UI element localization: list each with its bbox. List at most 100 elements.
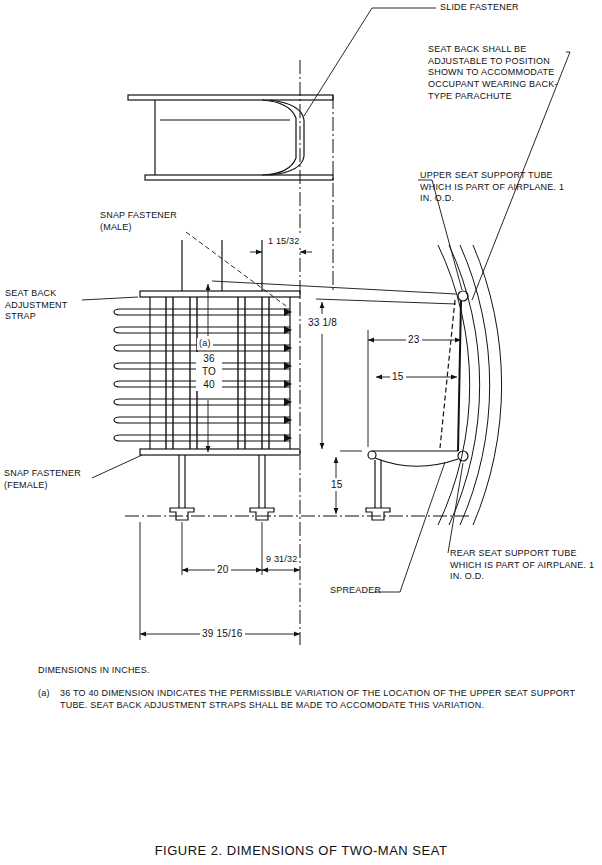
legs-part [264, 455, 265, 508]
plan-view-slide-fastener [128, 95, 333, 180]
plan-view-slide-fastener-part [270, 100, 304, 175]
seat-side-view [368, 291, 468, 466]
callout-label: SLIDE FASTENER [440, 2, 519, 14]
snap-fasteners-part [284, 416, 292, 424]
webbing-vertical-part [244, 297, 245, 449]
plan-view-slide-fastener-part [145, 175, 333, 180]
callout-label: SNAP FASTENER (FEMALE) [4, 468, 92, 491]
dimension-lines-part [208, 284, 209, 336]
webbing-vertical-part [261, 297, 262, 449]
snap-fasteners-part [284, 398, 292, 406]
seat-back-adjustment-straps-part [114, 327, 290, 333]
note-reference: (a) [197, 338, 213, 350]
seat-back-adjustment-straps-part [114, 399, 290, 405]
dimension-lines-part [140, 522, 141, 640]
figure-caption: FIGURE 2. DIMENSIONS OF TWO-MAN SEAT [0, 843, 602, 858]
legs-part [184, 455, 185, 508]
dimension-lines-part [340, 451, 362, 452]
plan-view-slide-fastener-part [128, 95, 333, 100]
callout-label: UPPER SEAT SUPPORT TUBE WHICH IS PART OF… [420, 170, 570, 205]
dimension-label: 20 [215, 563, 231, 576]
legs-part [366, 508, 390, 520]
seat-back-adjustment-straps-part [114, 435, 290, 441]
snap-fasteners-part [284, 434, 292, 442]
leader-lines-part [304, 8, 436, 116]
dimension-lines-part [316, 299, 456, 304]
dimension-label: 15 [329, 478, 345, 491]
dimension-label: 39 15/16 [200, 627, 245, 640]
leader-lines-part [82, 297, 138, 300]
legs-part [170, 508, 194, 520]
note-reference: (a) [38, 688, 50, 700]
center-lines-part [125, 516, 470, 517]
seat-back-front-view-part [181, 240, 182, 291]
dimension-lines-part [262, 522, 263, 575]
seat-side-view-part [375, 458, 458, 466]
callout-note: SEAT BACK SHALL BE ADJUSTABLE TO POSITIO… [428, 44, 566, 102]
dimension-lines-part [182, 522, 183, 575]
dimension-lines-part [376, 377, 457, 378]
snap-fasteners-part [284, 308, 292, 316]
fuselage-arcs-part [460, 245, 490, 525]
webbing-vertical-part [172, 297, 173, 449]
snap-fasteners-part [284, 362, 292, 370]
legs-part [178, 455, 179, 508]
webbing-vertical-part [268, 297, 269, 449]
legs [170, 455, 390, 520]
plan-view-slide-fastener-part [154, 100, 155, 175]
dimension-lines-part [322, 334, 323, 449]
seat-back-adjustment-straps [114, 309, 290, 441]
dimension-label: 33 1/8 [306, 316, 339, 329]
seat-side-view-part [368, 451, 376, 459]
callout-label: SPREADER [330, 585, 381, 597]
dimension-lines-part [368, 330, 369, 447]
dimension-label: 15 [390, 370, 406, 383]
dimension-label: 9 31/32 [264, 554, 299, 566]
seat-side-view-part [372, 450, 458, 451]
dimension-lines-part [208, 400, 209, 452]
center-lines-part [300, 60, 301, 645]
legs-part [380, 460, 381, 508]
note-heading: DIMENSIONS IN INCHES. [38, 665, 150, 677]
webbing-vertical-part [165, 297, 166, 449]
dimension-lines-part [212, 281, 456, 294]
seat-side-view-part [440, 300, 455, 448]
seat-back-adjustment-straps-part [114, 309, 290, 315]
seat-back-front-view-part [149, 297, 150, 449]
plan-view-slide-fastener-part [160, 119, 290, 120]
snap-fasteners-part [284, 326, 292, 334]
snap-fasteners-part [284, 344, 292, 352]
seat-back-front-view-part [221, 240, 222, 291]
leader-lines [82, 8, 570, 592]
dimension-lines-part [250, 252, 262, 253]
leader-lines-part [92, 455, 142, 478]
legs-part [250, 508, 274, 520]
center-lines [125, 60, 470, 645]
snap-fasteners [284, 308, 292, 442]
dimension-lines-part [262, 570, 300, 571]
dimension-lines [140, 252, 461, 640]
webbing-vertical [166, 297, 269, 449]
dimension-label: 23 [406, 333, 422, 346]
webbing-vertical-part [189, 297, 190, 449]
leader-lines-part [374, 462, 445, 592]
center-lines-part [333, 95, 334, 290]
seat-back-front-view-part [140, 291, 300, 297]
dimension-lines-part [322, 302, 323, 314]
dimension-label: 36 TO 40 [196, 352, 222, 391]
seat-back-front-view-part [140, 449, 300, 455]
leader-lines-part [448, 463, 463, 553]
callout-label: SEAT BACK ADJUSTMENT STRAP [5, 288, 81, 323]
seat-back-adjustment-straps-part [114, 417, 290, 423]
note-text: 36 TO 40 DIMENSION INDICATES THE PERMISS… [60, 688, 590, 711]
webbing-vertical-part [237, 297, 238, 449]
legs-part [258, 455, 259, 508]
snap-fasteners-part [284, 380, 292, 388]
legs-part [374, 460, 375, 508]
fuselage-arcs [438, 245, 502, 525]
dimension-label: 1 15/32 [266, 236, 301, 248]
seat-side-view-part [458, 301, 461, 451]
